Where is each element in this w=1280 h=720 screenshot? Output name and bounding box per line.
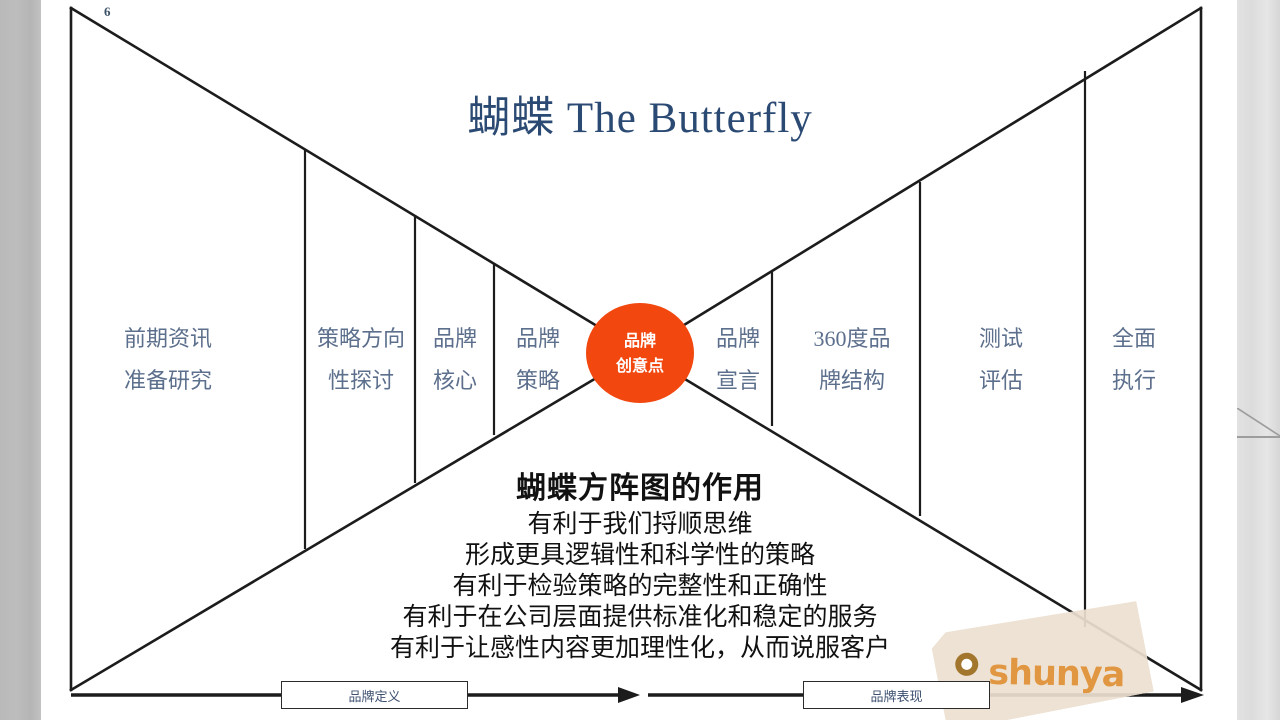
segment-label-2-line1: 策略方向	[316, 326, 405, 351]
segment-label-4: 品牌 策略	[507, 318, 569, 402]
segment-label-6-line1: 360度品	[813, 326, 891, 351]
notes-block: 蝴蝶方阵图的作用 有利于我们捋顺思维 形成更具逻辑性和科学性的策略 有利于检验策…	[0, 470, 1280, 663]
notes-line-4: 有利于在公司层面提供标准化和稳定的服务	[402, 602, 878, 631]
viewer-band-mark-diagonal	[1237, 408, 1280, 437]
axis-box-brand-expression: 品牌表现	[803, 681, 990, 709]
segment-label-5: 品牌 宣言	[707, 318, 769, 402]
axis-arrow-right	[1181, 687, 1204, 703]
notes-line-3: 有利于检验策略的完整性和正确性	[452, 571, 828, 600]
viewer-band-mark-horizontal	[1237, 436, 1280, 438]
segment-label-8: 全面 执行	[1090, 318, 1178, 402]
axis-box-brand-definition-label: 品牌定义	[348, 688, 401, 704]
viewer-band-right	[1237, 0, 1280, 720]
segment-label-3: 品牌 核心	[424, 318, 486, 402]
segment-label-2-line2: 性探讨	[327, 368, 394, 393]
segment-label-2: 策略方向 性探讨	[310, 318, 412, 402]
segment-label-3-line2: 核心	[432, 368, 477, 393]
page-number: 6	[104, 4, 111, 19]
notes-line-1: 有利于我们捋顺思维	[527, 509, 753, 538]
notes-heading: 蝴蝶方阵图的作用	[516, 471, 764, 506]
segment-label-7: 测试 评估	[957, 318, 1045, 402]
segment-label-8-line1: 全面	[1111, 326, 1156, 351]
core-circle: 品牌 创意点	[586, 303, 694, 403]
axis-arrow-left	[618, 687, 640, 703]
segment-label-8-line2: 执行	[1111, 368, 1156, 393]
segment-label-6: 360度品 牌结构	[790, 318, 914, 402]
segment-label-6-line2: 牌结构	[818, 368, 885, 393]
segment-label-1: 前期资讯 准备研究	[105, 318, 231, 402]
segment-label-4-line1: 品牌	[515, 326, 560, 351]
notes-line-5: 有利于让感性内容更加理性化，从而说服客户	[389, 633, 890, 662]
page-title: 蝴蝶 The Butterfly	[467, 95, 813, 142]
segment-label-1-line2: 准备研究	[123, 368, 212, 393]
segment-label-7-line2: 评估	[978, 368, 1023, 393]
notes-line-2: 形成更具逻辑性和科学性的策略	[464, 540, 815, 569]
segment-label-7-line1: 测试	[978, 326, 1023, 351]
segment-label-5-line2: 宣言	[715, 368, 760, 393]
segment-label-3-line1: 品牌	[432, 326, 477, 351]
segment-label-4-line2: 策略	[515, 368, 560, 393]
core-circle-line1: 品牌	[623, 331, 656, 350]
axis-box-brand-definition: 品牌定义	[281, 681, 468, 709]
viewer-band-left	[0, 0, 41, 720]
segment-label-1-line1: 前期资讯	[123, 326, 212, 351]
core-circle-line2: 创意点	[615, 356, 664, 375]
segment-label-5-line1: 品牌	[715, 326, 760, 351]
axis-box-brand-expression-label: 品牌表现	[870, 688, 923, 704]
